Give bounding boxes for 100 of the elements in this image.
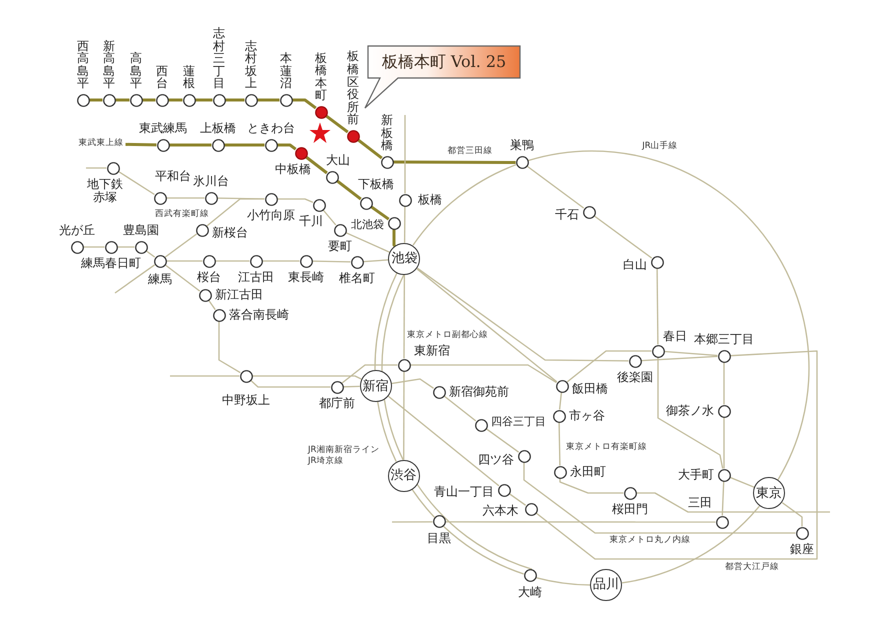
rail-line (196, 98, 212, 102)
rail-line (217, 197, 265, 200)
rail-line (392, 230, 396, 247)
rail-line (86, 167, 106, 169)
station-name: 市ヶ谷 (569, 409, 605, 423)
rail-line (142, 98, 156, 102)
rail-line (444, 395, 476, 422)
rail-line (528, 150, 810, 480)
station-name: 中野坂上 (222, 394, 270, 408)
station-name: 桜台 (197, 271, 221, 284)
line-name: 都営大江戸線 (725, 562, 779, 572)
station-name: 志村坂上 (245, 40, 257, 90)
station-name: 豊島園 (123, 224, 159, 237)
rail-line (250, 380, 330, 388)
rail-line (664, 350, 718, 356)
station-name: 板橋本町 (315, 52, 327, 102)
station-name: 蓮根 (183, 64, 195, 90)
rail-line (443, 526, 524, 575)
rail-line (252, 375, 362, 380)
rail-line (656, 268, 659, 344)
rail-line (343, 386, 360, 388)
rail-line (164, 233, 198, 258)
rail-line (262, 260, 300, 262)
rail-line (90, 98, 102, 102)
station-name: 永田町 (570, 465, 606, 479)
rail-line (166, 260, 202, 262)
line-name: 東京メトロ副都心線 (407, 330, 488, 340)
station-name: 練馬春日町 (81, 257, 141, 270)
station-name: 新江古田 (215, 288, 263, 302)
station-name: 新高島平 (103, 40, 115, 90)
rail-line (404, 206, 406, 243)
station-name: 椎名町 (339, 272, 375, 286)
rail-line (170, 144, 212, 146)
rail-line (404, 115, 406, 194)
rail-line (657, 358, 724, 469)
station-name: 後楽園 (617, 371, 653, 384)
rail-line (723, 362, 725, 404)
station-name: 千石 (555, 208, 579, 222)
line-name: 東武東上線 (78, 139, 124, 149)
rail-line (218, 322, 241, 374)
rail-line (325, 114, 349, 134)
rail-line (486, 428, 520, 453)
rail-line (342, 364, 398, 384)
station-name: 上板橋 (200, 122, 236, 135)
rail-line (446, 521, 716, 523)
rail-line (377, 402, 397, 462)
rail-line (416, 484, 532, 570)
rail-line (782, 502, 803, 526)
rail-line (410, 364, 557, 384)
station-name: 北池袋 (351, 218, 384, 232)
rail-line (164, 264, 200, 292)
station-name: 東新宿 (414, 344, 450, 358)
line-name: JR湘南新宿ライン (308, 446, 380, 456)
rail-line (392, 521, 433, 523)
rail-line (412, 489, 435, 518)
rail-line (206, 198, 264, 226)
station-name: 小竹向原 (247, 209, 295, 222)
station-name: 四谷三丁目 (491, 416, 546, 428)
station-name: 銀座 (790, 543, 814, 556)
rail-line (226, 98, 244, 102)
station-roundel: 東京 (753, 477, 786, 510)
station-roundel: 品川 (590, 568, 622, 601)
station-roundel: 池袋 (388, 242, 420, 275)
rail-line (118, 170, 155, 196)
rail-line (363, 259, 389, 262)
station-name: 板橋 (418, 193, 442, 207)
rail-line (636, 492, 830, 513)
rail-line (216, 260, 250, 262)
station-roundel: 新宿 (360, 370, 392, 402)
rail-line (114, 264, 156, 294)
station-name: 大山 (326, 154, 350, 167)
rail-line (336, 180, 362, 200)
rail-line (722, 481, 724, 516)
rail-line (622, 506, 760, 584)
station-name: 御茶ノ水 (666, 404, 714, 418)
station-name: 飯田橋 (572, 382, 608, 396)
station-name: 目黒 (427, 532, 452, 546)
station-name: 江古田 (238, 271, 274, 284)
line-name: 都営三田線 (448, 147, 492, 157)
station-name: 練馬 (148, 273, 172, 286)
rail-line (594, 215, 652, 259)
rail-line (523, 462, 796, 534)
rail-line (118, 246, 134, 248)
rail-line (536, 577, 590, 586)
station-name: 落合南長崎 (229, 308, 289, 322)
rail-line (312, 260, 351, 263)
rail-line (641, 356, 718, 362)
rail-line (305, 156, 328, 174)
rail-line (508, 493, 526, 506)
rail-line (208, 300, 216, 310)
rail-line (224, 144, 264, 146)
line-name: JR山手線 (642, 142, 678, 152)
station-name: 高島平 (130, 52, 142, 90)
rail-line (559, 478, 624, 494)
station-name: ときわ台 (247, 122, 295, 135)
rail-line (322, 210, 336, 226)
rail-line (146, 250, 156, 258)
rail-line (116, 98, 130, 102)
station-name: 氷川台 (193, 174, 229, 188)
rail-line (527, 166, 584, 209)
